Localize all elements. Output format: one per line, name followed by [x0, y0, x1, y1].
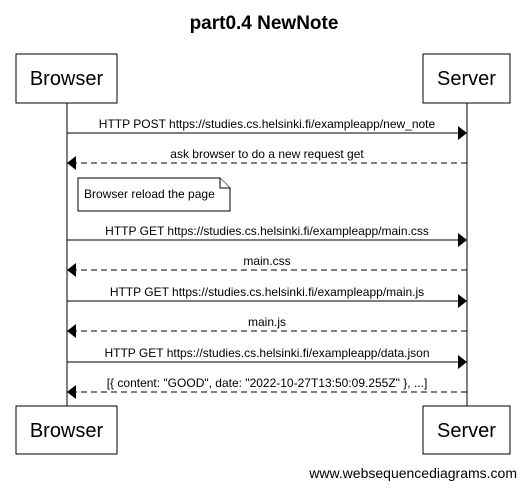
message-label: HTTP GET https://studies.cs.helsinki.fi/… — [110, 285, 424, 299]
message-label: [{ content: "GOOD", date: "2022-10-27T13… — [107, 376, 428, 390]
arrowhead-icon — [458, 355, 467, 369]
message-1: HTTP POST https://studies.cs.helsinki.fi… — [67, 117, 467, 140]
message-label: HTTP GET https://studies.cs.helsinki.fi/… — [104, 346, 429, 360]
server-actor-bottom: Server — [422, 405, 511, 455]
arrowhead-icon — [67, 263, 76, 277]
message-6: main.js — [67, 315, 467, 338]
server-actor-label: Server — [437, 68, 496, 90]
message-label: HTTP GET https://studies.cs.helsinki.fi/… — [105, 224, 429, 238]
message-label: main.js — [248, 315, 286, 329]
arrowhead-icon — [458, 126, 467, 140]
message-label: ask browser to do a new request get — [170, 147, 364, 161]
browser-actor-top: Browser — [15, 53, 118, 104]
message-label: main.css — [243, 254, 290, 268]
message-label: HTTP POST https://studies.cs.helsinki.fi… — [99, 117, 436, 131]
arrowhead-icon — [458, 233, 467, 247]
arrowhead-icon — [67, 156, 76, 170]
message-3: HTTP GET https://studies.cs.helsinki.fi/… — [67, 224, 467, 247]
message-5: HTTP GET https://studies.cs.helsinki.fi/… — [67, 285, 467, 308]
message-2: ask browser to do a new request get — [67, 147, 467, 170]
diagram-title: part0.4 NewNote — [190, 13, 339, 34]
arrowhead-icon — [67, 324, 76, 338]
footer-credit: www.websequencediagrams.com — [308, 465, 517, 481]
note-label: Browser reload the page — [84, 187, 215, 201]
server-actor-top: Server — [422, 53, 511, 104]
message-4: main.css — [67, 254, 467, 277]
browser-actor-bottom: Browser — [15, 405, 118, 455]
messages: HTTP POST https://studies.cs.helsinki.fi… — [67, 117, 467, 399]
arrowhead-icon — [67, 385, 76, 399]
note: Browser reload the page — [77, 177, 231, 212]
arrowhead-icon — [458, 294, 467, 308]
browser-actor-label: Browser — [30, 420, 104, 442]
message-8: [{ content: "GOOD", date: "2022-10-27T13… — [67, 376, 467, 399]
server-actor-label: Server — [437, 420, 496, 442]
message-7: HTTP GET https://studies.cs.helsinki.fi/… — [67, 346, 467, 369]
browser-actor-label: Browser — [30, 68, 104, 90]
